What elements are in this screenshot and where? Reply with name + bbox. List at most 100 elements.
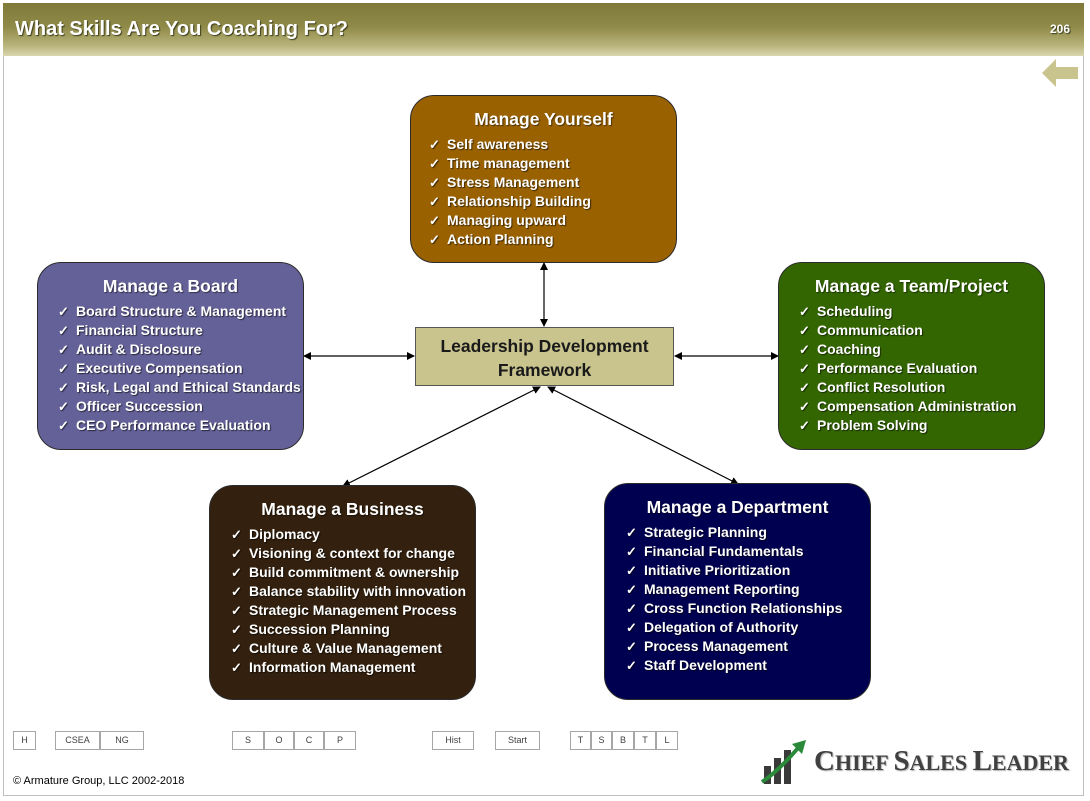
list-item: ✓Action Planning bbox=[429, 231, 554, 247]
check-icon: ✓ bbox=[799, 361, 810, 376]
box-title: Manage a Department bbox=[646, 497, 829, 517]
list-item: ✓Problem Solving bbox=[799, 417, 928, 433]
nav-button-s2[interactable]: S bbox=[591, 731, 612, 750]
list-item: ✓Build commitment & ownership bbox=[231, 564, 460, 580]
check-icon: ✓ bbox=[799, 380, 810, 395]
list-item: ✓Strategic Management Process bbox=[231, 602, 457, 618]
list-item: ✓Communication bbox=[799, 322, 923, 338]
nav-button-ng[interactable]: NG bbox=[100, 731, 144, 750]
check-icon: ✓ bbox=[58, 323, 69, 338]
manage-team-project-box: Manage a Team/Project ✓Scheduling ✓Commu… bbox=[778, 262, 1045, 450]
list-item: ✓Process Management bbox=[626, 638, 788, 654]
list-item: ✓Time management bbox=[429, 155, 570, 171]
check-icon: ✓ bbox=[58, 380, 69, 395]
check-icon: ✓ bbox=[626, 658, 637, 673]
check-icon: ✓ bbox=[231, 584, 242, 599]
check-icon: ✓ bbox=[58, 342, 69, 357]
list-item: ✓Audit & Disclosure bbox=[58, 341, 202, 357]
title-bar: What Skills Are You Coaching For? 206 bbox=[3, 3, 1084, 56]
nav-button-o[interactable]: O bbox=[264, 731, 294, 750]
skill-list: ✓Strategic Planning ✓Financial Fundament… bbox=[626, 523, 870, 675]
check-icon: ✓ bbox=[626, 601, 637, 616]
check-icon: ✓ bbox=[231, 565, 242, 580]
check-icon: ✓ bbox=[799, 418, 810, 433]
check-icon: ✓ bbox=[231, 660, 242, 675]
box-title: Manage Yourself bbox=[474, 109, 613, 129]
box-title: Manage a Board bbox=[102, 276, 239, 296]
check-icon: ✓ bbox=[626, 563, 637, 578]
list-item: ✓Financial Fundamentals bbox=[626, 543, 804, 559]
list-item: ✓Risk, Legal and Ethical Standards bbox=[58, 379, 301, 395]
check-icon: ✓ bbox=[429, 175, 440, 190]
copyright-text: © Armature Group, LLC 2002-2018 bbox=[13, 775, 185, 787]
nav-button-start[interactable]: Start bbox=[495, 731, 540, 750]
list-item: ✓Compensation Administration bbox=[799, 398, 1017, 414]
check-icon: ✓ bbox=[231, 641, 242, 656]
list-item: ✓Executive Compensation bbox=[58, 360, 243, 376]
list-item: ✓CEO Performance Evaluation bbox=[58, 417, 271, 433]
nav-button-csea[interactable]: CSEA bbox=[55, 731, 100, 750]
check-icon: ✓ bbox=[626, 639, 637, 654]
list-item: ✓Coaching bbox=[799, 341, 881, 357]
list-item: ✓Management Reporting bbox=[626, 581, 800, 597]
check-icon: ✓ bbox=[799, 323, 810, 338]
skill-list: ✓Board Structure & Management ✓Financial… bbox=[58, 302, 303, 435]
check-icon: ✓ bbox=[231, 603, 242, 618]
manage-department-box: Manage a Department ✓Strategic Planning … bbox=[604, 483, 871, 700]
check-icon: ✓ bbox=[231, 622, 242, 637]
check-icon: ✓ bbox=[58, 399, 69, 414]
page-number: 206 bbox=[1049, 22, 1070, 36]
check-icon: ✓ bbox=[231, 527, 242, 542]
manage-business-box: Manage a Business ✓Diplomacy ✓Visioning … bbox=[209, 485, 476, 700]
chief-sales-leader-logo: CHIEF SALES LEADER bbox=[760, 738, 1078, 788]
nav-button-h[interactable]: H bbox=[13, 731, 36, 750]
check-icon: ✓ bbox=[429, 137, 440, 152]
center-line-1: Leadership Development bbox=[440, 336, 649, 356]
check-icon: ✓ bbox=[429, 213, 440, 228]
check-icon: ✓ bbox=[799, 304, 810, 319]
list-item: ✓Stress Management bbox=[429, 174, 580, 190]
list-item: ✓Initiative Prioritization bbox=[626, 562, 791, 578]
list-item: ✓Culture & Value Management bbox=[231, 640, 442, 656]
list-item: ✓Relationship Building bbox=[429, 193, 591, 209]
list-item: ✓Visioning & context for change bbox=[231, 545, 455, 561]
nav-button-t2[interactable]: T bbox=[634, 731, 656, 750]
back-arrow-icon[interactable] bbox=[1042, 59, 1078, 87]
check-icon: ✓ bbox=[231, 546, 242, 561]
list-item: ✓Strategic Planning bbox=[626, 524, 767, 540]
nav-button-s[interactable]: S bbox=[232, 731, 264, 750]
skill-list: ✓Diplomacy ✓Visioning & context for chan… bbox=[231, 525, 475, 677]
list-item: ✓Balance stability with innovation bbox=[231, 583, 467, 599]
check-icon: ✓ bbox=[58, 418, 69, 433]
nav-button-hist[interactable]: Hist bbox=[432, 731, 474, 750]
list-item: ✓Board Structure & Management bbox=[58, 303, 287, 319]
list-item: ✓Managing upward bbox=[429, 212, 566, 228]
nav-button-p[interactable]: P bbox=[324, 731, 356, 750]
check-icon: ✓ bbox=[429, 194, 440, 209]
arrow-center-business bbox=[342, 386, 541, 487]
nav-button-b[interactable]: B bbox=[612, 731, 634, 750]
list-item: ✓Performance Evaluation bbox=[799, 360, 978, 376]
check-icon: ✓ bbox=[799, 399, 810, 414]
nav-button-l[interactable]: L bbox=[656, 731, 678, 750]
nav-button-t1[interactable]: T bbox=[570, 731, 591, 750]
list-item: ✓Conflict Resolution bbox=[799, 379, 946, 395]
list-item: ✓Financial Structure bbox=[58, 322, 203, 338]
check-icon: ✓ bbox=[58, 361, 69, 376]
list-item: ✓Self awareness bbox=[429, 136, 549, 152]
nav-button-c[interactable]: C bbox=[294, 731, 324, 750]
page-title: What Skills Are You Coaching For? bbox=[15, 18, 348, 40]
check-icon: ✓ bbox=[429, 156, 440, 171]
list-item: ✓Delegation of Authority bbox=[626, 619, 799, 635]
list-item: ✓Staff Development bbox=[626, 657, 767, 673]
check-icon: ✓ bbox=[626, 525, 637, 540]
manage-board-box: Manage a Board ✓Board Structure & Manage… bbox=[37, 262, 304, 450]
box-title: Manage a Team/Project bbox=[814, 276, 1009, 296]
list-item: ✓Succession Planning bbox=[231, 621, 390, 637]
list-item: ✓Diplomacy bbox=[231, 526, 320, 542]
skill-list: ✓Self awareness ✓Time management ✓Stress… bbox=[429, 135, 676, 249]
rising-bars-arrow-icon bbox=[760, 740, 806, 784]
skill-list: ✓Scheduling ✓Communication ✓Coaching ✓Pe… bbox=[799, 302, 1044, 435]
check-icon: ✓ bbox=[626, 582, 637, 597]
